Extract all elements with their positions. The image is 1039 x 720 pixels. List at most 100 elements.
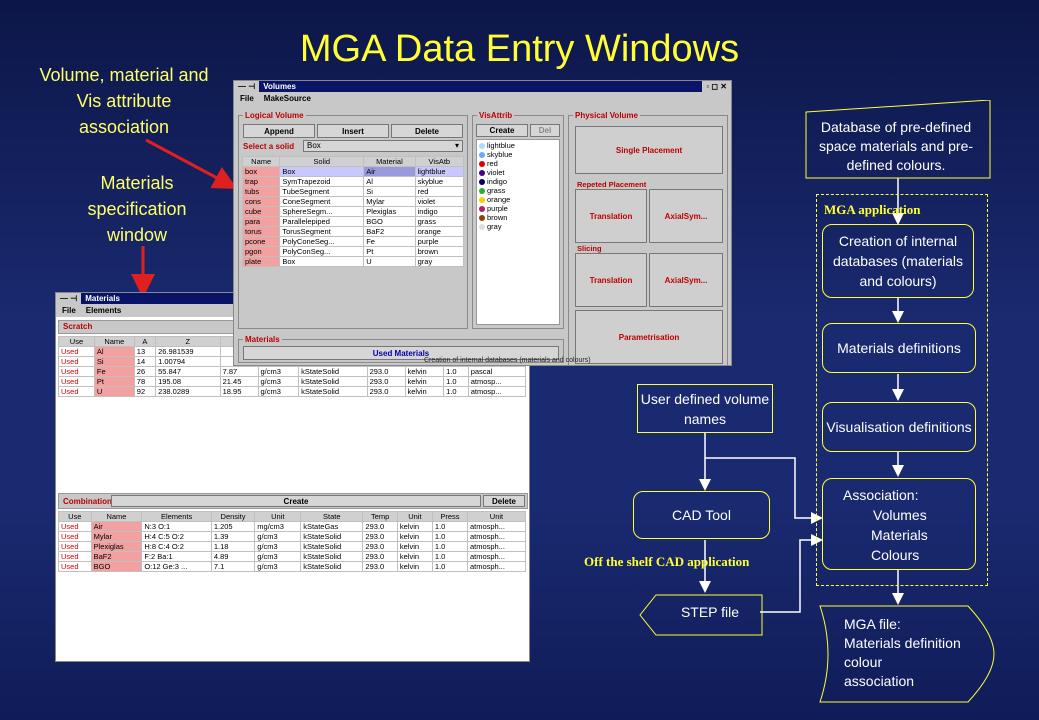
association-heading: Association: (843, 487, 919, 503)
visattrib-item-label: purple (487, 204, 508, 213)
visattrib-item[interactable]: gray (479, 222, 557, 231)
color-swatch-icon (479, 187, 485, 194)
combination-bar: Combination Create Delete (58, 493, 528, 509)
physical-volume-title: Physical Volume (573, 111, 640, 120)
user-defined-box: User defined volume names (637, 384, 773, 433)
visattrib-item[interactable]: orange (479, 195, 557, 204)
used-materials-button[interactable]: Used Materials (243, 346, 559, 360)
color-swatch-icon (479, 214, 485, 221)
logical-volume-title: Logical Volume (243, 111, 306, 120)
axialsym-button[interactable]: AxialSym... (649, 189, 723, 243)
select-solid-label: Select a solid (243, 142, 295, 151)
visattrib-del-button[interactable]: Del (530, 124, 560, 137)
visattrib-item[interactable]: violet (479, 168, 557, 177)
color-swatch-icon (479, 223, 485, 230)
visattrib-item[interactable]: skyblue (479, 150, 557, 159)
caption-materials-window: Materials specification window (87, 173, 187, 245)
mga-application-frame (816, 194, 988, 586)
mga-file-shape (819, 605, 995, 703)
visattrib-item-label: skyblue (487, 150, 513, 159)
physical-volume-panel: Physical Volume Single Placement Repeted… (568, 111, 728, 365)
vis-defs-box: Visualisation definitions (822, 402, 976, 452)
append-button[interactable]: Append (243, 124, 315, 138)
slide-title: MGA Data Entry Windows (299, 28, 740, 70)
repeated-placement-label: Repeted Placement (577, 180, 647, 189)
menu-file[interactable]: File (240, 94, 254, 103)
color-swatch-icon (479, 196, 485, 203)
materials-panel: Materials Used Materials (238, 335, 564, 363)
translation-button[interactable]: Translation (575, 189, 647, 243)
visattrib-item[interactable]: brown (479, 213, 557, 222)
solid-select[interactable]: Box▾ (303, 140, 463, 152)
single-placement-button[interactable]: Single Placement (575, 126, 723, 174)
color-swatch-icon (479, 169, 485, 176)
col-header[interactable]: Z (155, 336, 221, 347)
menu-file[interactable]: File (62, 306, 76, 315)
assoc-item: Volumes (873, 507, 927, 523)
assoc-item: Colours (871, 547, 920, 563)
mga-application-label: MGA application (824, 202, 921, 217)
volumes-window[interactable]: — ⊣Volumes▫ ◻ ✕ File MakeSource Logical … (233, 80, 732, 366)
visattrib-item[interactable]: grass (479, 186, 557, 195)
slicing-translation-button[interactable]: Translation (575, 253, 647, 307)
combination-delete-button[interactable]: Delete (483, 495, 525, 507)
slicing-axialsym-button[interactable]: AxialSym... (649, 253, 723, 307)
mga-file-line: association (844, 673, 915, 689)
parametrisation-button[interactable]: Parametrisation (575, 310, 723, 364)
visattrib-item-label: gray (487, 222, 502, 231)
color-swatch-icon (479, 142, 485, 149)
materials-panel-title: Materials (243, 335, 282, 344)
visattrib-item-label: orange (487, 195, 511, 204)
visattrib-item-label: brown (487, 213, 508, 222)
step-file-text: STEP file (680, 604, 740, 620)
assoc-item: Materials (871, 527, 928, 543)
mga-file-text: MGA file: Materials definition colour as… (844, 615, 961, 691)
color-swatch-icon (479, 160, 485, 167)
visattrib-item[interactable]: red (479, 159, 557, 168)
col-header[interactable]: Use (58, 336, 95, 347)
col-header[interactable]: A (133, 336, 157, 347)
visattrib-item[interactable]: lightblue (479, 141, 557, 150)
mga-file-heading: MGA file: (844, 616, 901, 632)
insert-button[interactable]: Insert (317, 124, 389, 138)
visattrib-item-label: grass (487, 186, 506, 195)
visattrib-item[interactable]: purple (479, 204, 557, 213)
mga-file-line: colour (844, 654, 883, 670)
delete-button[interactable]: Delete (391, 124, 463, 138)
color-swatch-icon (479, 178, 485, 185)
combination-create-button[interactable]: Create (111, 495, 481, 507)
visattrib-item-label: indigo (487, 177, 508, 186)
col-header[interactable]: Name (93, 336, 135, 347)
menu-elements[interactable]: Elements (85, 306, 122, 315)
window-controls-icon[interactable]: ▫ ◻ ✕ (706, 82, 727, 91)
volumes-window-title: Volumes (259, 81, 703, 92)
menu-makesource[interactable]: MakeSource (263, 94, 311, 103)
visattrib-create-button[interactable]: Create (476, 124, 528, 137)
visattrib-item-label: lightblue (487, 141, 515, 150)
visattrib-item[interactable]: indigo (479, 177, 557, 186)
color-swatch-icon (479, 205, 485, 212)
color-swatch-icon (479, 151, 485, 158)
